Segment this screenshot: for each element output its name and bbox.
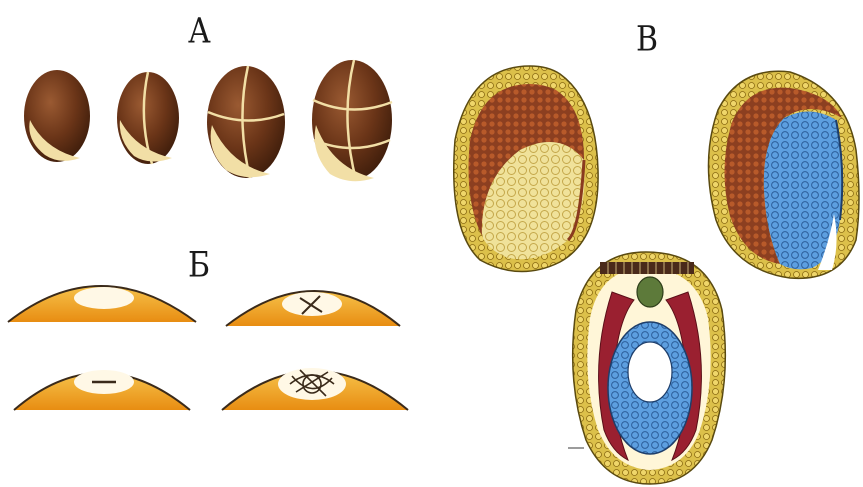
blastodisc-2 <box>226 291 400 326</box>
cleavage-stage-1 <box>24 70 90 162</box>
cleavage-stage-8 <box>312 60 392 181</box>
blastodisc-3 <box>14 370 190 410</box>
blastodisc-1 <box>8 286 196 322</box>
neurula-section <box>568 252 725 484</box>
cleavage-stage-2 <box>117 72 179 164</box>
gastrula-late <box>708 71 859 278</box>
gastrula-early <box>454 66 598 272</box>
blastodisc-4 <box>222 368 408 410</box>
cleavage-stage-4 <box>207 66 285 178</box>
